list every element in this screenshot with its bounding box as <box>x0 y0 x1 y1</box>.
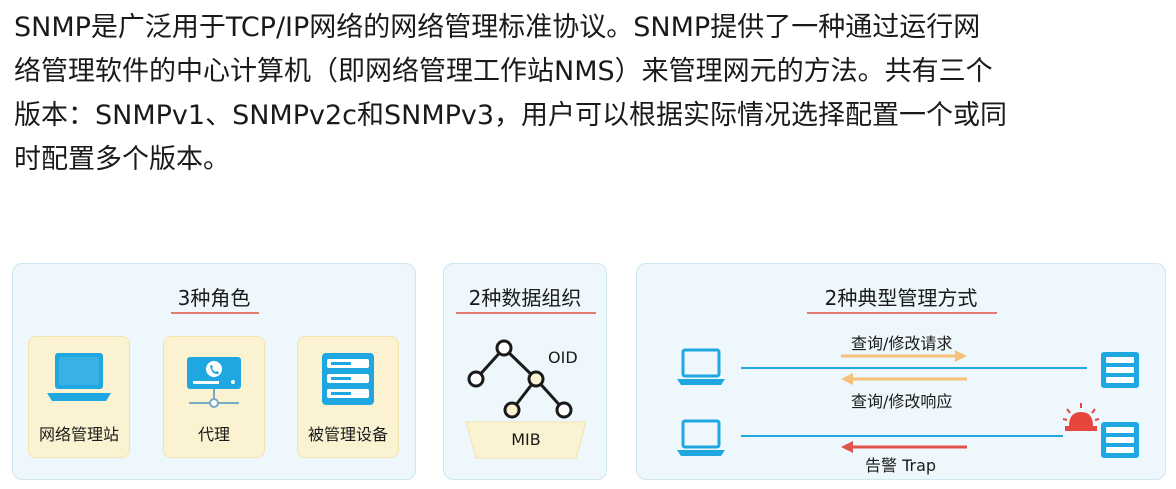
response-label: 查询/修改响应 <box>851 392 953 411</box>
request-label: 查询/修改请求 <box>851 334 953 353</box>
data-org-panel: 2种数据组织 OID MIB <box>443 263 607 480</box>
intro-line-4: 时配置多个版本。 <box>14 144 230 175</box>
laptop-icon <box>47 353 111 401</box>
role-label-agent: 代理 <box>197 425 230 444</box>
data-org-title-underline <box>456 312 596 314</box>
oid-label: OID <box>548 348 578 367</box>
intro-paragraph: SNMP是广泛用于TCP/IP网络的网络管理标准协议。SNMP提供了一种通过运行… <box>14 6 1164 182</box>
role-card-nms: 网络管理站 <box>28 336 130 458</box>
device-server-icon-bottom <box>1101 422 1139 458</box>
nms-laptop-icon-bottom <box>677 419 725 456</box>
role-card-managed-device: 被管理设备 <box>297 336 399 458</box>
intro-line-1: SNMP是广泛用于TCP/IP网络的网络管理标准协议。SNMP提供了一种通过运行… <box>14 12 981 43</box>
response-arrow <box>841 373 967 385</box>
methods-title-underline <box>807 312 997 314</box>
intro-line-3: 版本：SNMPv1、SNMPv2c和SNMPv3，用户可以根据实际情况选择配置一… <box>14 100 1008 131</box>
data-org-panel-title: 2种数据组织 <box>468 286 582 310</box>
server-rack-icon <box>322 353 374 405</box>
oid-tree-icon <box>465 339 587 459</box>
trap-label: 告警 Trap <box>865 456 937 475</box>
roles-panel-title: 3种角色 <box>177 286 251 310</box>
methods-panel: 2种典型管理方式 <box>636 263 1166 480</box>
request-arrow <box>841 350 967 362</box>
role-label-nms: 网络管理站 <box>38 425 119 444</box>
agent-phone-icon <box>187 357 241 408</box>
alarm-light-icon <box>1062 403 1100 431</box>
roles-title-underline <box>171 312 259 314</box>
methods-diagram <box>677 348 1139 458</box>
trap-arrow <box>841 441 967 453</box>
role-card-agent: 代理 <box>163 336 265 458</box>
intro-line-2: 络管理软件的中心计算机（即网络管理工作站NMS）来管理网元的方法。共有三个 <box>14 56 993 87</box>
roles-panel: 3种角色 网络管理站 代理 <box>12 263 416 480</box>
device-server-icon-top <box>1101 352 1139 388</box>
methods-panel-title: 2种典型管理方式 <box>824 286 978 310</box>
role-label-managed-device: 被管理设备 <box>307 425 388 444</box>
mib-label: MIB <box>511 430 541 449</box>
mib-trapezoid <box>465 421 587 459</box>
nms-laptop-icon-top <box>677 348 725 385</box>
